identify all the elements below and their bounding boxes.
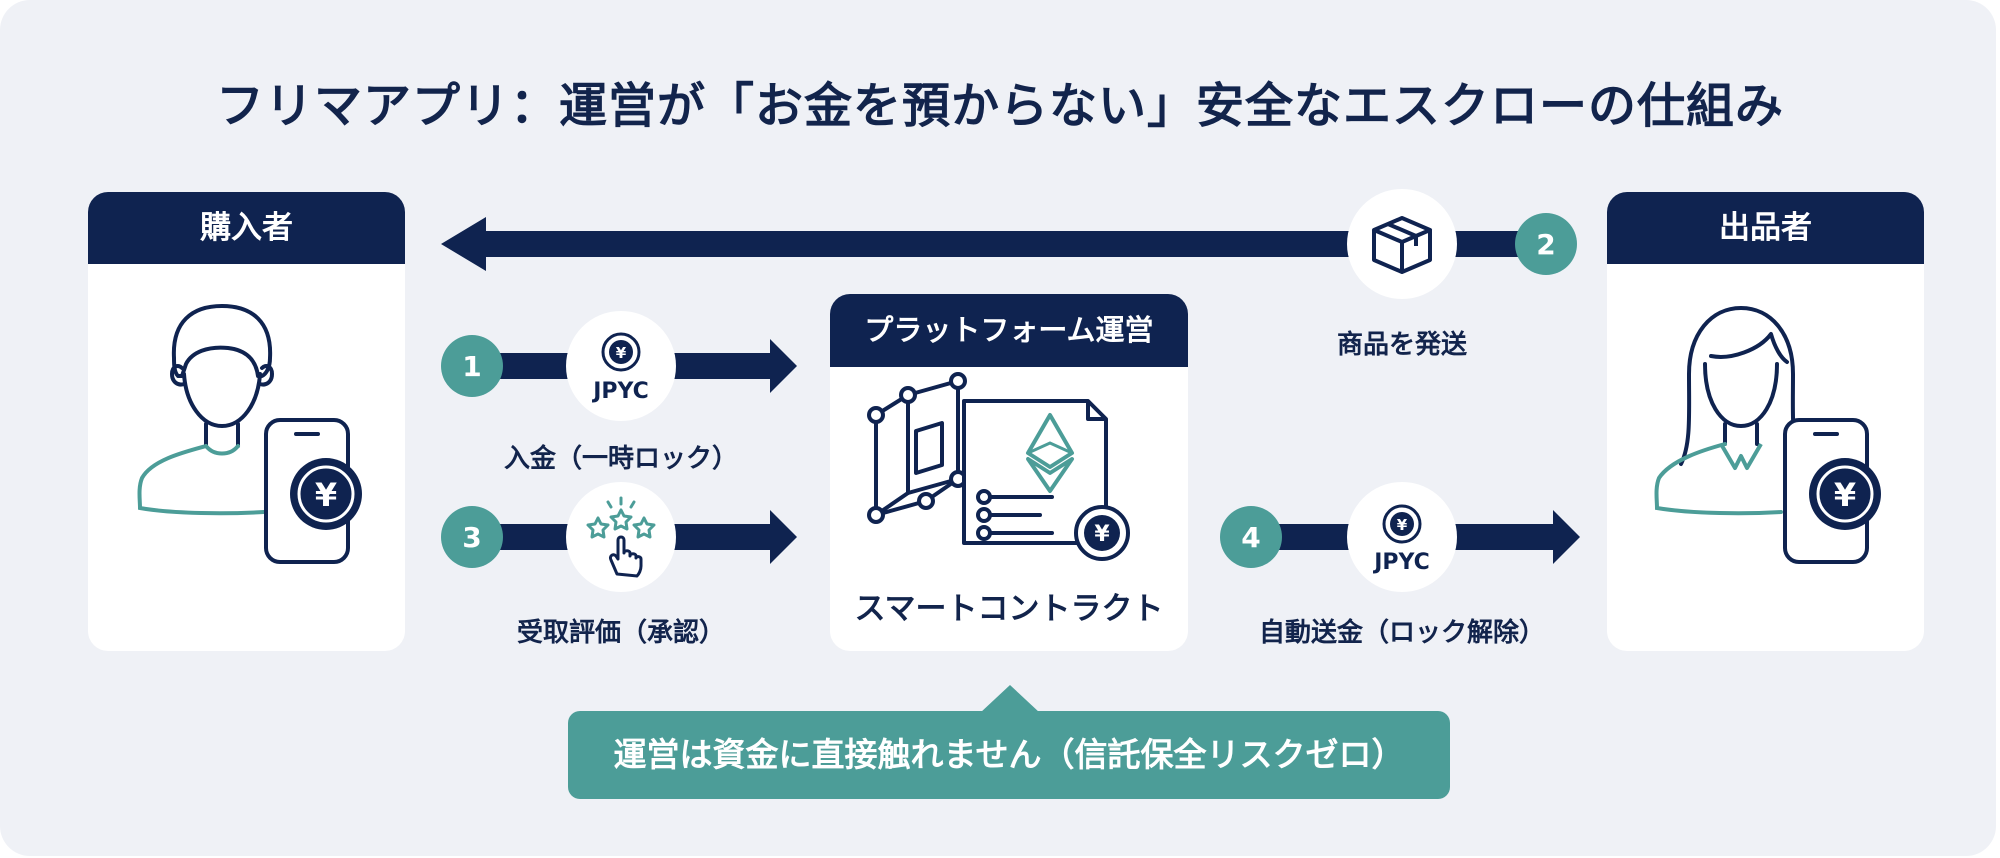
seller-yen-symbol: ¥ [1834, 476, 1856, 514]
no-custody-banner: 運営は資金に直接触れません（信託保全リスクゼロ） [568, 711, 1450, 799]
deposit-arrow-head [770, 339, 797, 393]
buyer-card: 購入者 ¥ [88, 192, 405, 651]
step-number-1: 1 [462, 350, 481, 383]
payout-token-label: JPYC [1372, 550, 1430, 575]
blockchain-cube-icon [867, 372, 967, 524]
step-number-3: 3 [462, 521, 481, 554]
person-icon [1679, 306, 1803, 466]
step-3-label: 受取評価（承認） [516, 618, 725, 648]
payout-yen-symbol: ¥ [1397, 516, 1408, 534]
seller-label: 出品者 [1607, 192, 1924, 264]
step-number-4: 4 [1241, 521, 1260, 554]
shipping-arrow-head [441, 217, 486, 271]
phone-yen-icon: ¥ [1783, 418, 1881, 564]
buyer-yen-symbol: ¥ [315, 476, 337, 514]
person-icon [170, 304, 274, 448]
platform-card: プラットフォーム運営 [830, 294, 1188, 651]
banner-text: 運営は資金に直接触れません（信託保全リスクゼロ） [613, 735, 1405, 774]
payout-arrow-head [1553, 510, 1580, 564]
platform-label: プラットフォーム運営 [830, 294, 1188, 367]
buyer-collar [204, 444, 240, 456]
hand-pointer-stars-icon [586, 496, 656, 578]
seller-card: 出品者 ¥ [1607, 192, 1924, 651]
yen-coin-icon: ¥ [1382, 504, 1422, 544]
seller-collar [1719, 442, 1763, 470]
smart-contract-label: スマートコントラクト [854, 591, 1164, 627]
buyer-label: 購入者 [88, 192, 405, 264]
buyer-shirt [137, 444, 266, 516]
step-badge-4 [1220, 506, 1282, 568]
seller-shirt [1654, 442, 1783, 516]
approval-arrow-head [770, 510, 797, 564]
step-2-label: 商品を発送 [1336, 330, 1467, 360]
deposit-yen-symbol: ¥ [616, 344, 627, 362]
deposit-token-label: JPYC [591, 379, 649, 404]
package-box-icon [1372, 216, 1432, 274]
step-number-2: 2 [1536, 228, 1555, 261]
phone-yen-icon: ¥ [264, 418, 362, 564]
contract-yen-symbol: ¥ [1094, 522, 1110, 547]
step-1-label: 入金（一時ロック） [503, 444, 738, 474]
step-badge-3 [441, 506, 503, 568]
ethereum-document-icon: ¥ [962, 399, 1130, 561]
banner-pointer [980, 685, 1040, 713]
step-badge-2 [1515, 213, 1577, 275]
diagram-title: フリマアプリ：運営が「お金を預からない」安全なエスクローの仕組み [215, 78, 1784, 134]
step-badge-1 [441, 335, 503, 397]
step-4-label: 自動送金（ロック解除） [1258, 618, 1545, 648]
yen-coin-icon: ¥ [601, 332, 641, 372]
